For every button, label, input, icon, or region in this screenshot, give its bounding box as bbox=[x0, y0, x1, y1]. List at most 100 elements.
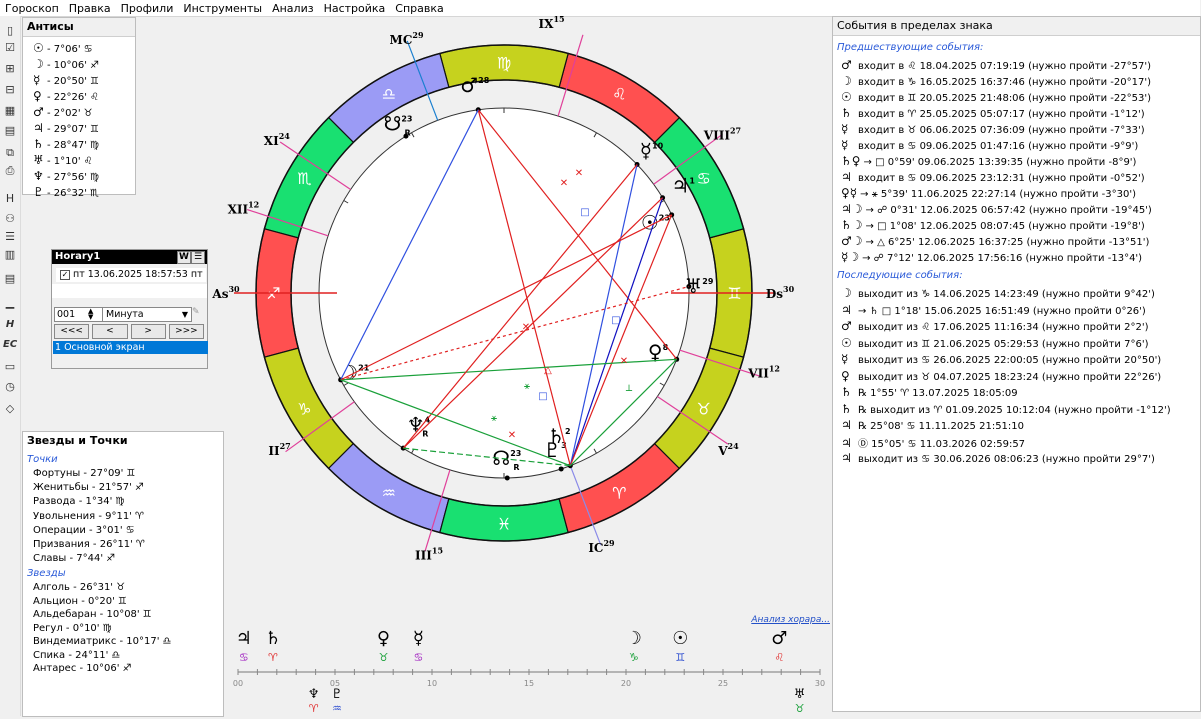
event-text: выходит из ♑ 14.06.2025 14:23:49 (нужно … bbox=[858, 289, 1155, 300]
step-value-input[interactable]: 001 bbox=[54, 307, 103, 322]
star-text: Альцион - 0°20' bbox=[33, 595, 115, 607]
point-text: Славы - 7°44' bbox=[33, 553, 104, 565]
timeline-planet-glyph: ♄ bbox=[265, 628, 281, 649]
edit-icon[interactable]: ✎ bbox=[192, 307, 200, 317]
merge-icon[interactable]: ⧉ bbox=[6, 146, 14, 159]
event-symbols: ♂ bbox=[841, 58, 852, 72]
horary-title: Horary1 bbox=[55, 251, 101, 262]
planet-point bbox=[558, 466, 564, 472]
aspect-line bbox=[569, 164, 638, 466]
horary-entry-row[interactable]: ✓пт 13.06.2025 18:57:53 пт bbox=[56, 268, 206, 282]
ec-icon[interactable]: EC bbox=[3, 339, 18, 350]
image-icon[interactable]: ▦ bbox=[4, 104, 16, 117]
h-icon[interactable]: H bbox=[5, 192, 15, 205]
aspect-marker: △ bbox=[544, 365, 552, 376]
folder-icon[interactable]: ▭ bbox=[4, 360, 16, 373]
event-text: Ⓓ 15°05' ♋ 11.03.2026 02:59:57 bbox=[858, 438, 1026, 450]
menu-item-6[interactable]: Справка bbox=[395, 1, 444, 15]
nav-button-2[interactable]: > bbox=[130, 324, 166, 339]
star-row: Альцион - 0°20'♊ bbox=[33, 596, 127, 607]
planet-point bbox=[403, 133, 409, 139]
star-text: Виндемиатрикс - 10°17' bbox=[33, 636, 160, 648]
event-symbols: ♂☽ bbox=[841, 234, 863, 248]
menu-item-0[interactable]: Гороскоп bbox=[5, 1, 59, 15]
horary-checkbox[interactable]: ✓ bbox=[60, 270, 70, 280]
event-symbols: ♃ bbox=[841, 435, 852, 450]
stack-icon[interactable]: ▤ bbox=[4, 272, 16, 285]
preceding-event-row: ♀☿→ ⚹ 5°39' 11.06.2025 22:27:14 (нужно п… bbox=[841, 186, 1136, 200]
menu-item-2[interactable]: Профили bbox=[120, 1, 174, 15]
sign-glyph: ♍ bbox=[90, 140, 99, 151]
following-event-row: ♃ Ⓓ 15°05' ♋ 11.03.2026 02:59:57 bbox=[841, 435, 1025, 450]
step-unit-value: Минута bbox=[106, 309, 144, 320]
menu-item-1[interactable]: Правка bbox=[68, 1, 111, 15]
event-text: входит в ♉ 06.06.2025 07:36:09 (нужно пр… bbox=[858, 125, 1145, 136]
add-doc-icon[interactable]: ⊞ bbox=[5, 62, 15, 75]
horary-chart-wheel[interactable]: ♊♋♌♍♎♏♐♑♒♓♈♉MC29IX15VIII27Ds30VII12V24IC… bbox=[211, 14, 830, 616]
sign-glyph: ♊ bbox=[126, 468, 136, 479]
event-symbols: ☿ bbox=[841, 352, 849, 366]
antiscia-value: - 7°06' bbox=[47, 44, 81, 55]
menu-item-3[interactable]: Инструменты bbox=[183, 1, 263, 15]
point-row: Фортуны - 27°09'♊ bbox=[33, 468, 135, 479]
step-unit-select[interactable]: Минута ▼ bbox=[102, 307, 192, 322]
stars-points-title: Звезды и Точки bbox=[23, 432, 223, 450]
italic-h-icon[interactable]: H bbox=[5, 319, 15, 330]
menu-item-5[interactable]: Настройка bbox=[323, 1, 386, 15]
bar-chart-icon[interactable]: ▁ bbox=[5, 296, 15, 309]
calendar-icon[interactable]: ▤ bbox=[4, 124, 16, 137]
antiscia-value: - 28°47' bbox=[47, 140, 87, 151]
screen-list-item[interactable]: 1 Основной экран bbox=[53, 341, 208, 354]
planet-label: ☿10 bbox=[640, 139, 664, 163]
zodiac-sign-glyph: ♋ bbox=[696, 169, 710, 188]
table-icon[interactable]: ▥ bbox=[4, 248, 16, 261]
event-text: входит в ♈ 25.05.2025 05:07:17 (нужно пр… bbox=[858, 109, 1145, 120]
event-text: входит в ♑ 16.05.2025 16:37:46 (нужно пр… bbox=[858, 77, 1152, 88]
house-cusp-line bbox=[653, 133, 723, 185]
event-text: выходит из ♌ 17.06.2025 11:16:34 (нужно … bbox=[858, 322, 1149, 333]
house-label: II27 bbox=[268, 441, 290, 458]
people-icon[interactable]: ⚇ bbox=[5, 212, 15, 225]
house-label: VIII27 bbox=[703, 125, 741, 142]
point-text: Женитьбы - 21°57' bbox=[33, 482, 132, 494]
planet-glyph: ☿ bbox=[33, 73, 41, 87]
timeline-sign-glyph: ♈ bbox=[309, 702, 319, 715]
timeline-planet-glyph: ♆ bbox=[308, 687, 320, 702]
check-doc-icon[interactable]: ☑ bbox=[5, 41, 15, 54]
following-event-row: ☉выходит из ♊ 21.06.2025 05:29:53 (нужно… bbox=[841, 336, 1149, 350]
antiscia-row: ♄- 28°47'♍ bbox=[33, 137, 99, 151]
horary-w-button[interactable]: W bbox=[177, 251, 191, 264]
point-row: Славы - 7°44'♐ bbox=[33, 553, 115, 564]
nav-button-1[interactable]: < bbox=[92, 324, 128, 339]
new-doc-icon[interactable]: ▯ bbox=[6, 24, 14, 37]
antiscia-value: - 26°32' bbox=[47, 188, 87, 199]
following-event-row: ♄℞ выходит из ♈ 01.09.2025 10:12:04 (нуж… bbox=[841, 402, 1171, 416]
remove-doc-icon[interactable]: ⊟ bbox=[5, 83, 15, 96]
list-icon[interactable]: ☰ bbox=[5, 230, 15, 243]
nav-button-0[interactable]: <<< bbox=[54, 324, 90, 339]
timeline-sign-glyph: ♋ bbox=[239, 651, 249, 664]
step-spinner-icon[interactable]: ▲▼ bbox=[88, 307, 94, 321]
print-icon[interactable]: ⎙ bbox=[5, 164, 15, 177]
aspect-marker: □ bbox=[611, 315, 620, 326]
horary-analysis-link[interactable]: Анализ хорара... bbox=[751, 615, 830, 625]
menu-item-4[interactable]: Анализ bbox=[272, 1, 314, 15]
diamond-icon[interactable]: ◇ bbox=[5, 402, 15, 415]
horary-menu-icon[interactable]: ☰ bbox=[191, 251, 205, 264]
antiscia-row: ☽- 10°06'♐ bbox=[33, 57, 99, 71]
clock-icon[interactable]: ◷ bbox=[5, 380, 15, 393]
timeline-planet-glyph: ♂ bbox=[771, 628, 787, 649]
preceding-event-row: ☿☽→ ☍ 7°12' 12.06.2025 17:56:16 (нужно п… bbox=[841, 250, 1142, 264]
aspect-line bbox=[403, 447, 571, 467]
planet-label: ♀8 bbox=[648, 340, 669, 364]
aspect-line bbox=[340, 358, 677, 381]
horary-title-bar: Horary1 W ☰ bbox=[52, 250, 207, 264]
event-text: ℞ выходит из ♈ 01.09.2025 10:12:04 (нужн… bbox=[858, 404, 1171, 416]
aspect-line bbox=[402, 164, 638, 449]
nav-button-3[interactable]: >>> bbox=[168, 324, 204, 339]
following-event-row: ♃℞ 25°08' ♋ 11.11.2025 21:51:10 bbox=[841, 418, 1024, 432]
event-symbols: ♂ bbox=[841, 319, 852, 333]
point-row: Увольнения - 9°11'♈ bbox=[33, 511, 144, 522]
timeline-sign-glyph: ♒ bbox=[332, 702, 342, 715]
